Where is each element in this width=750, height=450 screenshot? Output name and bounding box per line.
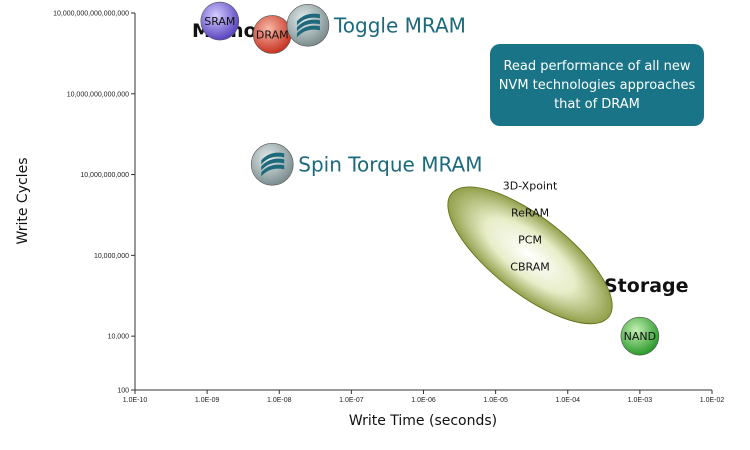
y-tick-label: 100 <box>117 388 129 395</box>
y-ticks: 100 10,000 10,000,000 10,000,000,000 10,000,… <box>53 11 135 395</box>
bubble-label: NAND <box>624 330 656 343</box>
y-tick-label: 10,000,000,000,000 <box>67 91 129 98</box>
callout-annotation: Read performance of all new NVM technolo… <box>490 44 704 126</box>
point-nand: NAND <box>620 316 660 356</box>
bubble-label: SRAM <box>204 15 235 28</box>
emerging-nvm-region <box>447 186 613 325</box>
x-tick-label: 1.0E-07 <box>339 397 364 404</box>
bubble-sram <box>200 1 240 41</box>
x-tick-label: 1.0E-09 <box>195 397 220 404</box>
x-axis-title: Write Time (seconds) <box>349 413 497 429</box>
y-tick-label: 10,000,000,000 <box>80 172 129 179</box>
bubble-label: Spin Torque MRAM <box>298 152 482 176</box>
x-tick-label: 1.0E-04 <box>555 397 580 404</box>
x-ticks: 1.0E-10 1.0E-09 1.0E-08 1.0E-07 1.0E-06 1.0E-… <box>123 390 725 404</box>
region-label: CBRAM <box>510 260 549 273</box>
bubble-nand <box>620 316 660 356</box>
bubble-label: Toggle MRAM <box>333 13 466 37</box>
y-tick-label: 10,000,000,000,000,000 <box>53 11 129 18</box>
x-tick-label: 1.0E-06 <box>411 397 436 404</box>
axes: 1.0E-10 1.0E-09 1.0E-08 1.0E-07 1.0E-06 1.0E-… <box>53 11 724 405</box>
bubble-spin-torque-mram <box>250 143 294 186</box>
point-spin-torque-mram: Spin Torque MRAM <box>250 143 482 186</box>
y-tick-label: 10,000,000 <box>94 253 129 260</box>
callout-text: Read performance of all new NVM technolo… <box>498 58 696 112</box>
y-axis-title: Write Cycles <box>15 158 31 245</box>
mram-logo-icon <box>261 152 285 177</box>
bubble-toggle-mram <box>286 3 330 47</box>
bubble-layer: SRAM DRAM Toggle MRAM Spin Torque MRAM NAND <box>200 1 660 356</box>
point-dram: DRAM <box>252 15 292 54</box>
region-label: PCM <box>518 233 542 246</box>
x-tick-label: 1.0E-08 <box>267 397 292 404</box>
point-toggle-mram: Toggle MRAM <box>286 3 466 47</box>
bubble-label: DRAM <box>256 28 289 41</box>
point-sram: SRAM <box>200 1 240 41</box>
x-tick-label: 1.0E-02 <box>700 397 725 404</box>
x-tick-label: 1.0E-03 <box>628 397 653 404</box>
y-tick-label: 10,000 <box>108 334 130 341</box>
storage-group-label: Storage <box>604 275 689 297</box>
mram-logo-icon <box>296 13 320 38</box>
x-tick-label: 1.0E-05 <box>483 397 508 404</box>
x-tick-label: 1.0E-10 <box>123 397 148 404</box>
region-label: ReRAM <box>511 206 549 219</box>
region-label: 3D-Xpoint <box>503 179 558 192</box>
